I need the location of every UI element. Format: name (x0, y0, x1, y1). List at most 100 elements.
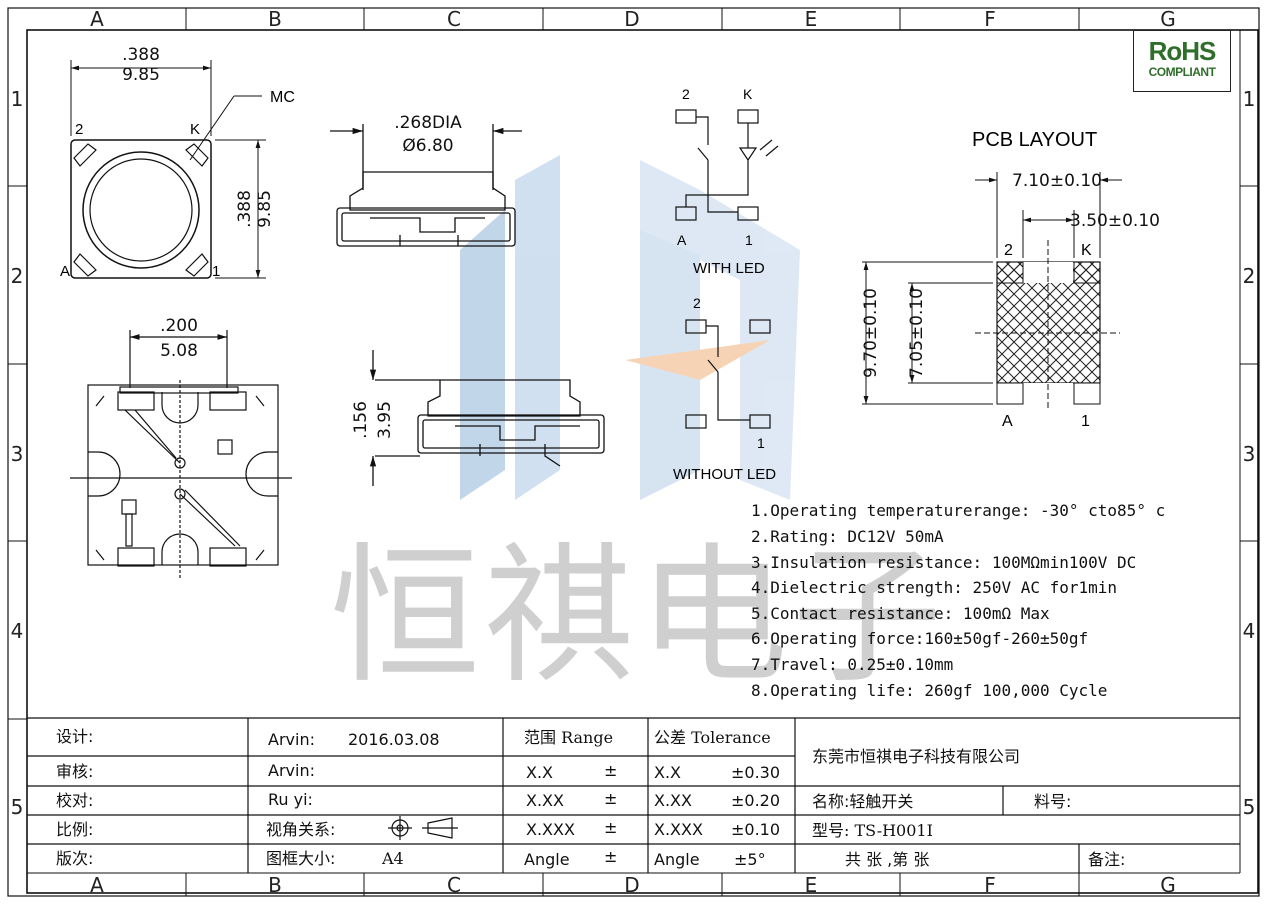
spec-item: 4.Dielectric strength: 250V AC for1min (751, 578, 1117, 597)
dim-h-mm: 3.95 (375, 401, 395, 439)
dim-bottom-in: .200 (160, 316, 198, 336)
tb-label: 设计: (56, 727, 93, 746)
height-view (369, 350, 605, 486)
tol-sym: ± (604, 789, 617, 808)
col-label: F (984, 873, 996, 897)
row-label: 2 (11, 264, 24, 288)
tol-sym: ± (604, 761, 617, 780)
spec-item: 3.Insulation resistance: 100MΩmin100V DC (751, 553, 1136, 572)
row-label: 5 (11, 795, 24, 819)
rohs-compliant-text: COMPLIANT (1148, 65, 1216, 79)
pcb-dim-inner: 7.05±0.10 (907, 288, 927, 378)
pin-label: 2 (75, 121, 83, 138)
row-label: 1 (1243, 87, 1256, 111)
tol-fmt: X.XXX (654, 820, 703, 839)
spec-item: 8.Operating life: 260gf 100,000 Cycle (751, 681, 1107, 700)
tol-val: ±0.10 (731, 820, 780, 839)
col-label: C (447, 7, 461, 31)
note-label: 备注: (1088, 850, 1125, 869)
side-view (330, 124, 522, 247)
tol-range: X.XX (526, 791, 564, 810)
sheet-label: 共 张 ,第 张 (845, 850, 929, 869)
tol-val: ±0.20 (731, 791, 780, 810)
row-label: 4 (1243, 619, 1256, 643)
design-date: 2016.03.08 (348, 730, 440, 749)
col-label: D (624, 873, 639, 897)
spec-list: 1.Operating temperaturerange: -30° cto85… (751, 501, 1165, 700)
tb-label: 版次: (56, 849, 93, 868)
col-label: G (1160, 7, 1176, 31)
title-block-labels: 设计: 审核: 校对: 比例: 版次: (56, 727, 93, 868)
name-label: 名称:轻触开关 (812, 792, 913, 811)
tol-sym: ± (604, 818, 617, 837)
dim-height-mm: 9.85 (255, 190, 275, 228)
inner-border (26, 29, 1259, 894)
pin-label: 2 (693, 295, 701, 311)
title-block-values: Arvin: 2016.03.08 Arvin: Ru yi: 视角关系: 图框… (266, 728, 1125, 869)
col-label: E (805, 7, 818, 31)
dim-width-mm: 9.85 (122, 65, 160, 85)
tol-fmt: X.XX (654, 791, 692, 810)
tol-fmt: Angle (654, 850, 700, 869)
pin-label: K (190, 121, 200, 138)
rohs-badge: RoHS COMPLIANT (1133, 30, 1231, 92)
schematic-without-led (685, 319, 771, 429)
rohs-text: RoHS (1148, 36, 1217, 66)
col-label: A (90, 7, 104, 31)
model-label: 型号: TS-H001I (812, 821, 933, 840)
company-name: 东莞市恒祺电子科技有限公司 (812, 747, 1020, 766)
pin-label: K (1081, 242, 1092, 259)
col-label: B (268, 873, 282, 897)
dim-bottom-mm: 5.08 (160, 341, 198, 361)
without-led-label: WITHOUT LED (673, 466, 776, 483)
pin-label: 1 (212, 263, 220, 280)
pcb-title: PCB LAYOUT (972, 129, 1097, 151)
dim-width-in: .388 (122, 45, 160, 65)
pcb-dim-width: 7.10±0.10 (1012, 171, 1102, 191)
row-label: 3 (1243, 442, 1256, 466)
tol-sym: ± (604, 847, 617, 866)
outer-border (7, 7, 1260, 897)
grid-ticks (8, 8, 1259, 896)
view-label: 视角关系: (266, 820, 335, 839)
bottom-view (70, 330, 292, 580)
spec-item: 7.Travel: 0.25±0.10mm (751, 655, 953, 674)
watermark-text: 恒祺电子 (330, 530, 946, 704)
row-label: 3 (11, 442, 24, 466)
with-led-label: WITH LED (693, 260, 765, 277)
dim-height-in: .388 (235, 190, 255, 228)
col-label: D (624, 7, 639, 31)
tol-header: 公差 Tolerance (654, 728, 771, 747)
col-label: F (984, 7, 996, 31)
col-label: G (1160, 873, 1176, 897)
spec-item: 1.Operating temperaturerange: -30° cto85… (751, 501, 1165, 520)
checker: Arvin: (268, 761, 315, 780)
spec-item: 6.Operating force:160±50gf-260±50gf (751, 629, 1088, 648)
spec-item: 2.Rating: DC12V 50mA (751, 527, 944, 546)
row-label: 4 (11, 619, 24, 643)
row-label: 5 (1243, 795, 1256, 819)
tol-range: X.XXX (526, 820, 575, 839)
pcb-dim-gap: 3.50±0.10 (1070, 211, 1160, 231)
col-label: E (805, 873, 818, 897)
col-label: C (447, 873, 461, 897)
top-view: .388 9.85 .388 9.85 MC 2 K A 1 (60, 45, 295, 280)
title-block-grid (27, 717, 1240, 873)
row-label: 1 (11, 87, 24, 111)
schematic-with-led (675, 109, 779, 221)
tol-fmt: X.X (654, 763, 681, 782)
part-label: 料号: (1034, 792, 1071, 811)
pin-label: 1 (745, 232, 753, 248)
pcb-layout (862, 172, 1122, 410)
tol-val: ±5° (734, 850, 766, 869)
pin-label: K (743, 86, 753, 102)
dim-dia-mm: Ø6.80 (402, 136, 453, 156)
pin-label: 2 (1004, 242, 1013, 259)
range-header: 范围 Range (524, 728, 613, 747)
pin-label: A (60, 263, 70, 280)
col-label: B (268, 7, 282, 31)
tol-val: ±0.30 (731, 763, 780, 782)
dim-h-in: .156 (351, 401, 371, 439)
tb-label: 比例: (56, 820, 93, 839)
